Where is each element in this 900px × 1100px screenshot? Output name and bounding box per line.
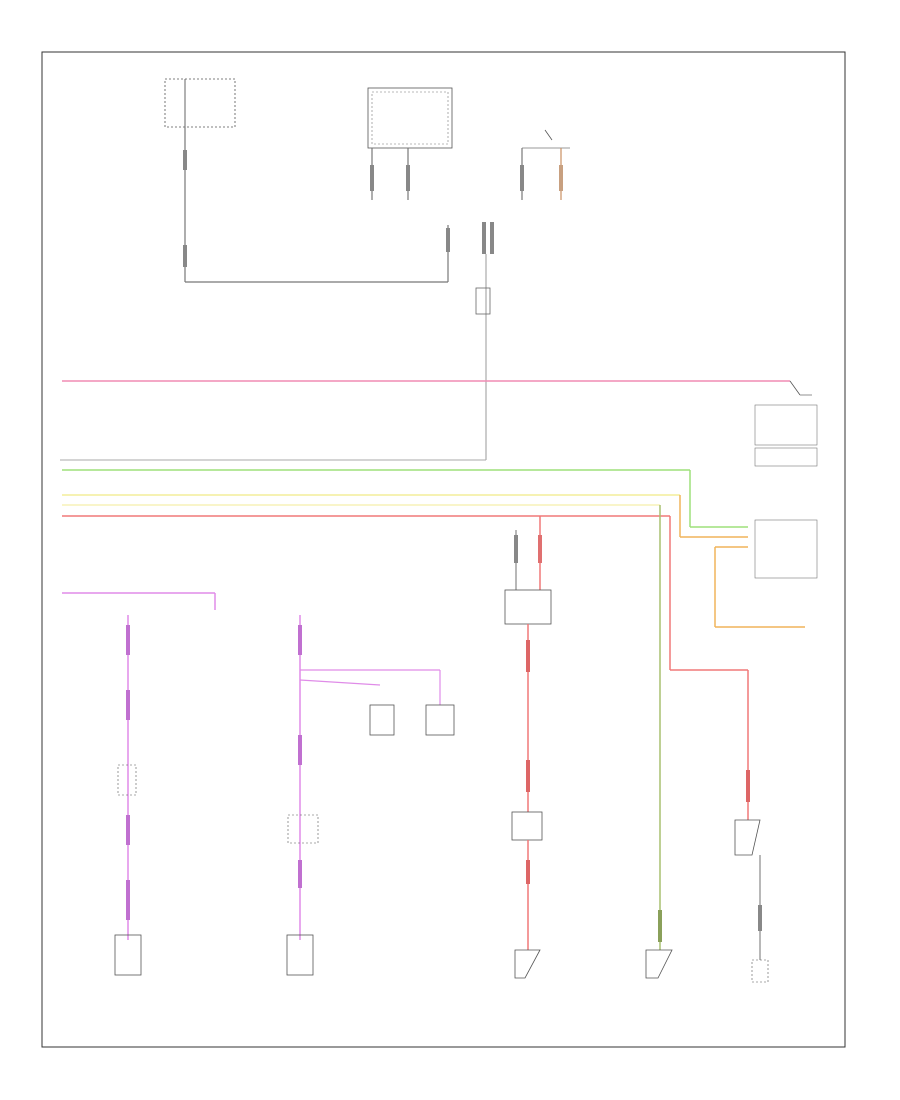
center-switch-component bbox=[511, 811, 543, 979]
top-center-switch-component bbox=[367, 87, 453, 200]
wire-pink-switch bbox=[754, 380, 818, 446]
ignition-switch-component bbox=[164, 78, 236, 128]
top-right-switch-component bbox=[520, 129, 570, 200]
left-lamp-circuit bbox=[114, 615, 142, 976]
center-left-lamp-circuit bbox=[286, 615, 455, 976]
diagram-frame bbox=[41, 51, 846, 1048]
center-relay-component bbox=[504, 516, 552, 625]
wire-center-gray bbox=[60, 222, 494, 461]
lower-right-switch-b bbox=[645, 949, 673, 979]
fuel-gauge-component bbox=[715, 447, 818, 579]
right-sensor-component bbox=[734, 819, 769, 983]
wire-ignition-feed bbox=[183, 127, 450, 283]
